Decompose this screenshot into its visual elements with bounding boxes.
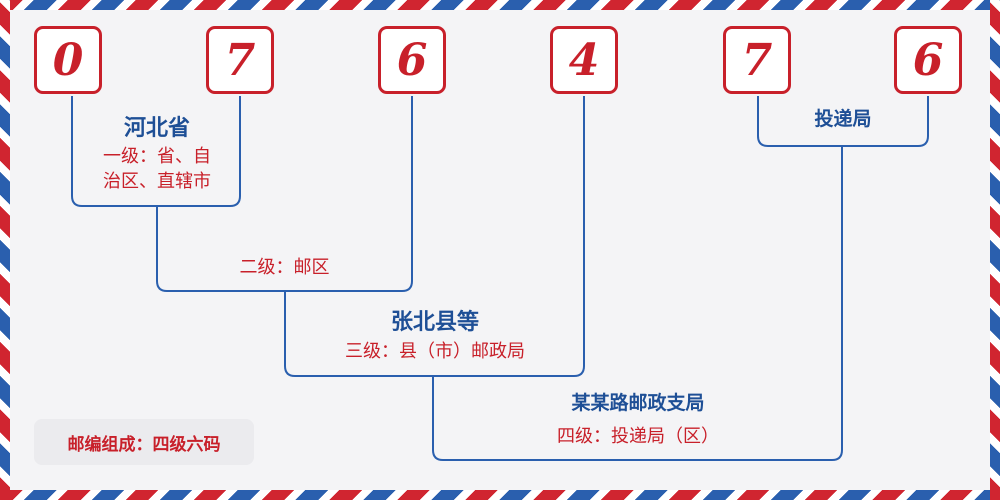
postcode-structure-badge: 邮编组成：四级六码 — [34, 419, 254, 465]
postcode-digit-5: 7 — [723, 26, 791, 94]
level5-name: 投递局 — [814, 108, 872, 130]
postcode-structure-note: 邮编组成：四级六码 — [67, 434, 221, 455]
level3-desc: 三级：县（市）邮政局 — [345, 341, 525, 362]
level2-desc: 二级：邮区 — [239, 257, 330, 278]
level4-name: 某某路邮政支局 — [571, 392, 705, 414]
airmail-border-left — [0, 0, 10, 500]
bracket-level3 — [284, 96, 585, 377]
level3-name: 张北县等 — [390, 309, 479, 335]
level1-name: 河北省 — [123, 115, 190, 141]
postcode-digit-3: 6 — [378, 26, 446, 94]
postcode-digit-6: 6 — [894, 26, 962, 94]
postcode-digit-4: 4 — [550, 26, 618, 94]
airmail-border-bottom — [0, 490, 1000, 500]
level1-desc-line2: 治区、直辖市 — [103, 171, 211, 192]
bracket-level5 — [757, 96, 929, 147]
envelope-paper — [10, 10, 990, 490]
postcode-digit-2: 7 — [206, 26, 274, 94]
level1-desc-line1: 一级：省、自 — [103, 146, 211, 167]
level4-desc: 四级：投递局（区） — [557, 426, 719, 447]
airmail-border-right — [990, 0, 1000, 500]
airmail-border-top — [0, 0, 1000, 10]
bracket-level4 — [432, 146, 843, 461]
postcode-digit-1: 0 — [34, 26, 102, 94]
